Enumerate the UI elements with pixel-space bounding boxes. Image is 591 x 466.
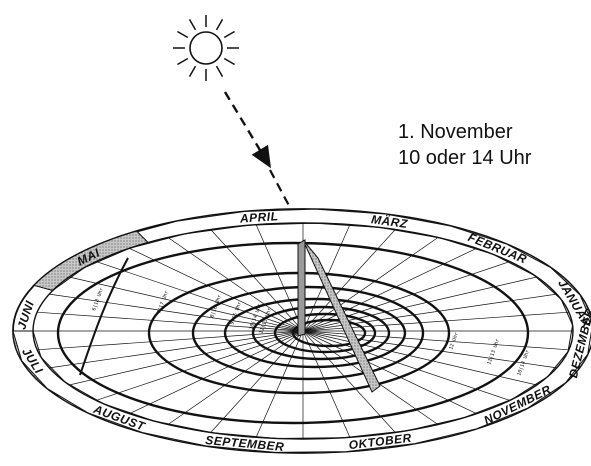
hour-curve bbox=[191, 285, 425, 381]
hour-curve bbox=[273, 312, 377, 354]
date-line bbox=[210, 330, 304, 433]
date-line bbox=[96, 261, 304, 332]
date-line bbox=[129, 247, 304, 332]
gnomon bbox=[297, 239, 381, 393]
sun-icon bbox=[173, 15, 239, 81]
sun-ray bbox=[177, 30, 189, 39]
hour-curve bbox=[251, 305, 391, 361]
caption: 1. November 10 oder 14 Uhr bbox=[398, 119, 531, 171]
caption-date: 1. November bbox=[398, 121, 513, 143]
sun-ray-arrow bbox=[223, 91, 271, 169]
hour-curve bbox=[223, 297, 407, 369]
month-label-april: APRIL bbox=[239, 209, 279, 226]
date-line bbox=[96, 330, 304, 401]
date-line bbox=[49, 293, 304, 332]
sun-ray bbox=[188, 19, 197, 31]
date-line bbox=[167, 330, 304, 425]
sun-ray bbox=[188, 65, 197, 77]
date-line bbox=[302, 247, 477, 332]
date-line bbox=[302, 237, 439, 332]
sun-ray bbox=[223, 30, 235, 39]
hour-curve bbox=[56, 241, 530, 425]
solstice-curve bbox=[79, 257, 129, 376]
date-line bbox=[69, 276, 304, 332]
sun-ray bbox=[177, 57, 189, 66]
date-line bbox=[49, 330, 304, 369]
date-line bbox=[69, 330, 304, 386]
sun-ray bbox=[215, 19, 224, 31]
sun-ray bbox=[223, 57, 235, 66]
gnomon-shadow bbox=[302, 239, 381, 393]
hour-curve bbox=[291, 318, 367, 348]
sun-ray-line bbox=[269, 169, 303, 231]
caption-time: 10 oder 14 Uhr bbox=[398, 147, 532, 169]
sun-rays bbox=[173, 15, 239, 81]
date-line bbox=[302, 330, 351, 438]
date-line bbox=[255, 224, 304, 332]
date-line bbox=[37, 311, 304, 332]
hour-label: 12 Uhr bbox=[448, 332, 460, 351]
date-line bbox=[37, 330, 304, 351]
month-label-maerz: MÄRZ bbox=[370, 211, 409, 231]
date-line bbox=[129, 330, 304, 415]
gnomon-plate bbox=[297, 239, 306, 337]
sun-ray bbox=[215, 65, 224, 77]
